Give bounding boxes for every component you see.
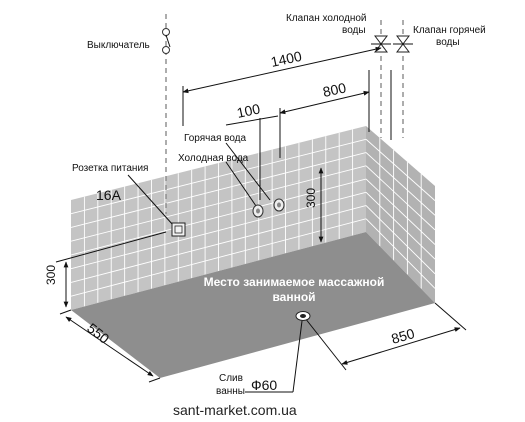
amperage-label: 16A: [96, 187, 122, 203]
hot-water-leader: [225, 142, 271, 201]
dim-850-line: [341, 327, 461, 365]
switch-lever: [165, 34, 171, 48]
tile-grid-line: [71, 138, 366, 215]
drain-diameter-label: Ф60: [251, 377, 277, 393]
hot-water-label: Горячая вода: [184, 133, 247, 144]
dim-550-line: [65, 316, 154, 377]
tub-area-label-1: Место занимаемое массажной: [204, 275, 385, 289]
drain-icon: [295, 311, 311, 321]
hot-valve-label-1: Клапан горячей: [413, 25, 486, 36]
hot-water-outlet-icon: [273, 198, 285, 212]
cold-water-outlet-icon: [252, 204, 264, 218]
drain-leader: [292, 320, 303, 393]
dim-850-text: 850: [389, 325, 416, 347]
socket-leader: [127, 174, 174, 226]
tub-area-label-2: ванной: [272, 290, 315, 304]
dim-1400-line: [182, 46, 382, 94]
dim-800-line: [279, 90, 370, 115]
tile-grid-line: [71, 178, 366, 256]
side-wall-tiles: [366, 138, 435, 289]
drain-label-1: Слив: [219, 373, 243, 384]
tub-floor-area: [71, 232, 435, 378]
tile-grid-line: [71, 165, 366, 242]
socket-label: Розетка питания: [72, 163, 148, 174]
switch-icon: [162, 28, 170, 36]
dim-outlet-300-text: 300: [304, 188, 318, 208]
dim-100-line: [225, 115, 279, 126]
dim-100-text: 100: [235, 100, 261, 121]
tile-grid-line: [71, 205, 366, 283]
cold-valve-label-1: Клапан холодной: [286, 13, 367, 24]
cold-water-leader: [225, 161, 257, 207]
tile-grid-line: [366, 152, 435, 216]
cold-water-label: Холодная вода: [178, 153, 249, 164]
switch-icon-lower: [162, 46, 170, 54]
tile-grid-line: [366, 205, 435, 275]
watermark: sant-market.com.ua: [173, 402, 297, 418]
back-wall-tiles: [71, 129, 366, 307]
tile-grid-line: [366, 218, 435, 289]
drain-label-2: ванны: [216, 386, 245, 397]
hot-valve-icon: [393, 35, 413, 53]
dim-1400-text: 1400: [269, 48, 303, 70]
dim-800-text: 800: [321, 79, 347, 100]
tile-grid-line: [366, 178, 435, 245]
hot-valve-label-2: воды: [436, 37, 460, 48]
power-socket-icon: [171, 222, 186, 237]
tile-grid-line: [366, 191, 435, 260]
side-wall: [366, 126, 435, 303]
tile-grid-line: [71, 152, 366, 228]
tile-grid-line: [71, 218, 366, 297]
cold-valve-label-2: воды: [342, 25, 366, 36]
tile-grid-line: [366, 138, 435, 201]
tile-grid-line: [71, 191, 366, 270]
tile-grid-line: [366, 165, 435, 231]
switch-label: Выключатель: [87, 40, 150, 51]
dim-socket-300-text: 300: [44, 265, 58, 285]
